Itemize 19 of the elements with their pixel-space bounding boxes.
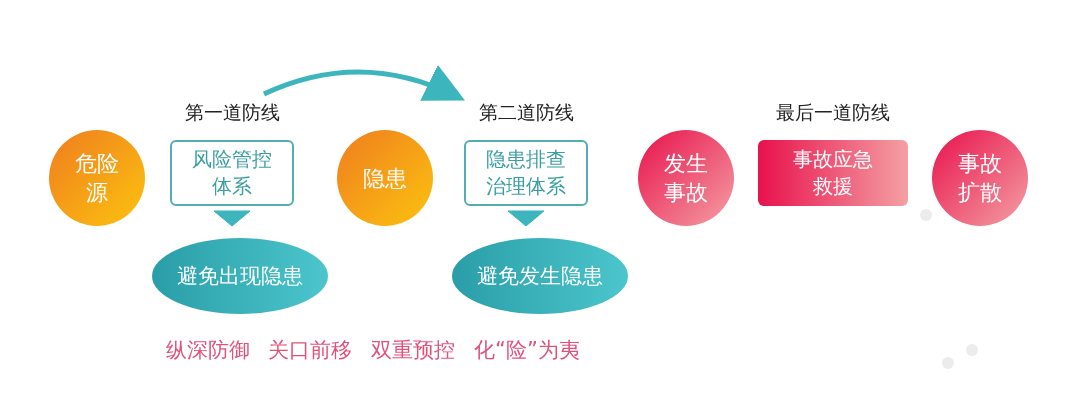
circle-node: 隐患 (337, 130, 433, 226)
process-box: 事故应急救援 (758, 140, 908, 206)
triangle-arrow (507, 210, 545, 227)
slogan-text: 纵深防御 (166, 337, 250, 364)
slogan-text: 双重预控 (371, 337, 455, 364)
process-box: 风险管控体系 (170, 140, 294, 206)
triangle-arrow (213, 210, 251, 227)
stage-heading: 第二道防线 (477, 100, 575, 125)
circle-node: 事故扩散 (932, 130, 1028, 226)
result-ellipse: 避免出现隐患 (152, 238, 328, 314)
process-box: 隐患排查治理体系 (464, 140, 588, 206)
stage-heading: 最后一道防线 (775, 100, 891, 125)
circle-node: 危险源 (49, 130, 145, 226)
slogan-text: 化“险”为夷 (474, 337, 580, 364)
circle-node: 发生事故 (638, 130, 734, 226)
stage-heading: 第一道防线 (183, 100, 281, 125)
curved-arrow (263, 65, 466, 102)
result-ellipse: 避免发生隐患 (452, 238, 628, 314)
slogan-text: 关口前移 (268, 337, 352, 364)
